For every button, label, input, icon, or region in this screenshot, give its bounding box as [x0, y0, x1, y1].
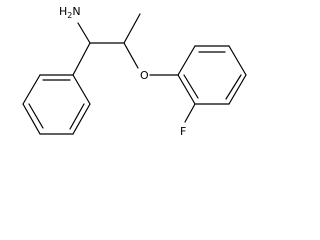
phenyl-bond-5: [72, 103, 91, 135]
oxygen-label: O: [140, 69, 149, 82]
bond-nh2-c1: [77, 22, 91, 44]
amine-subscript: 2: [67, 11, 72, 20]
aryl-bond-1: [177, 45, 196, 76]
bond-c2-o: [123, 42, 139, 69]
aryl-bond-4: [228, 74, 247, 105]
aryl-bond-6: [177, 74, 196, 105]
backbone-bonds: [72, 13, 179, 76]
aryl-bond-3: [228, 45, 247, 76]
fluorine-label: F: [180, 125, 186, 138]
bond-c2-methyl: [123, 13, 141, 44]
amine-n-label: N: [72, 5, 80, 18]
bond-c1-phenyl: [72, 42, 91, 76]
phenyl-bond-2: [22, 74, 41, 105]
bond-aryl-fluorine: [184, 103, 196, 123]
fluorophenyl-ring: [177, 45, 247, 123]
phenyl-ring: [22, 74, 91, 135]
aryl-double-bond-c: [183, 74, 199, 99]
atom-labels: H2N O F: [59, 5, 186, 138]
molecule-structure: H2N O F: [22, 5, 247, 138]
amine-label: H2N: [59, 5, 81, 20]
phenyl-double-bond-b: [28, 103, 44, 129]
amine-h-label: H: [59, 5, 67, 18]
aryl-double-bond-b: [225, 74, 242, 100]
phenyl-bond-6: [72, 74, 91, 105]
phenyl-double-bond-c: [69, 103, 85, 130]
phenyl-bond-3: [22, 103, 41, 135]
